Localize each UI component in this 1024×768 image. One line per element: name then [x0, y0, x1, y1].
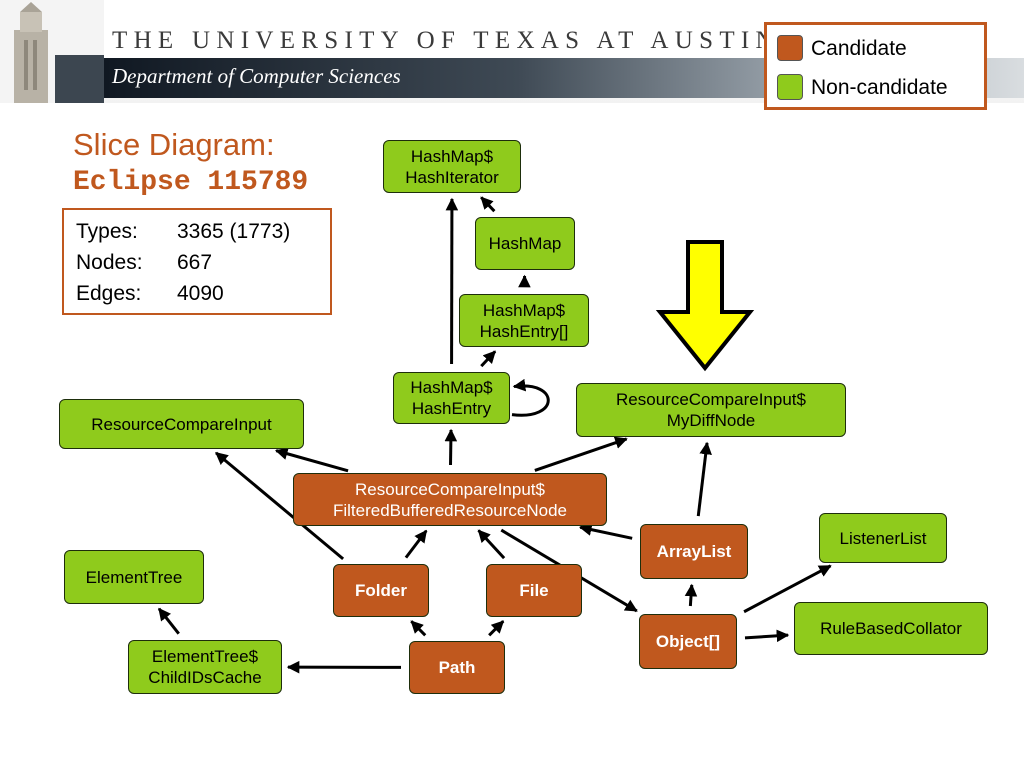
edge-filteredbufferedresourcenode-to-mydiffnode: [534, 436, 628, 472]
department-name: Department of Computer Sciences: [112, 64, 401, 88]
node-path[interactable]: Path: [409, 641, 505, 694]
edge-arraylist-to-mydiffnode: [696, 441, 712, 517]
node-hashmap[interactable]: HashMap: [475, 217, 575, 270]
edge-childidscache-to-elementtree: [157, 607, 180, 635]
stats-box: Types: 3365 (1773) Nodes: 667 Edges: 409…: [62, 208, 332, 315]
legend-label-noncandidate: Non-candidate: [811, 76, 948, 99]
node-resourcecompareinput[interactable]: ResourceCompareInput: [59, 399, 304, 449]
edge-folder-to-resourcecompareinput: [215, 451, 345, 561]
edge-hashmap_hashentry-to-hashmap_hashentry_array: [480, 350, 497, 368]
slide-subtitle: Eclipse 115789: [73, 167, 309, 198]
edge-arraylist-to-filteredbufferedresourcenode: [578, 523, 633, 540]
node-elementtree[interactable]: ElementTree: [64, 550, 204, 604]
edge-filteredbufferedresourcenode-to-hashmap_hashentry: [444, 428, 458, 466]
node-listenerlist[interactable]: ListenerList: [819, 513, 947, 563]
legend-swatch-noncandidate: [777, 74, 803, 100]
node-arraylist[interactable]: ArrayList: [640, 524, 748, 579]
edge-filteredbufferedresourcenode-to-resourcecompareinput: [274, 447, 349, 473]
legend-swatch-candidate: [777, 35, 803, 61]
node-filteredbufferedresourcenode[interactable]: ResourceCompareInput$ FilteredBufferedRe…: [293, 473, 607, 526]
university-name: THE UNIVERSITY OF TEXAS AT AUSTIN: [112, 27, 780, 54]
edge-file-to-filteredbufferedresourcenode: [477, 529, 506, 560]
stat-nodes-value: 667: [177, 251, 213, 274]
ut-tower-logo: [0, 0, 104, 103]
stat-types-label: Types:: [76, 220, 138, 243]
legend-label-candidate: Candidate: [811, 37, 907, 60]
stat-types-value: 3365 (1773): [177, 220, 291, 243]
node-folder[interactable]: Folder: [333, 564, 429, 617]
node-hashmap-hashentry-array[interactable]: HashMap$ HashEntry[]: [459, 294, 589, 347]
edge-self-loop-hashmap_hashentry: [511, 378, 550, 417]
node-object-array[interactable]: Object[]: [639, 614, 737, 669]
legend: Candidate Non-candidate: [764, 22, 987, 110]
node-childidscache[interactable]: ElementTree$ ChildIDsCache: [128, 640, 282, 694]
edge-folder-to-filteredbufferedresourcenode: [404, 529, 428, 559]
edge-object_array-to-arraylist: [684, 583, 698, 607]
node-hashmap-hashentry[interactable]: HashMap$ HashEntry: [393, 372, 510, 424]
highlight-arrow: [655, 240, 755, 372]
edge-object_array-to-rulebasedcollator: [744, 629, 790, 643]
edge-path-to-file: [488, 620, 505, 637]
node-hashmap-hashiterator[interactable]: HashMap$ HashIterator: [383, 140, 521, 193]
stat-edges-label: Edges:: [76, 282, 142, 305]
stat-nodes-label: Nodes:: [76, 251, 143, 274]
edge-path-to-folder: [410, 620, 427, 637]
stat-edges-value: 4090: [177, 282, 224, 305]
node-mydiffnode[interactable]: ResourceCompareInput$ MyDiffNode: [576, 383, 846, 437]
edge-hashmap-to-hashmap_hashiterator: [480, 196, 496, 213]
slide-title: Slice Diagram:: [73, 127, 275, 162]
node-rulebasedcollator[interactable]: RuleBasedCollator: [794, 602, 988, 655]
node-file[interactable]: File: [486, 564, 582, 617]
edge-object_array-to-listenerlist: [743, 564, 832, 614]
edge-group: [157, 196, 832, 674]
